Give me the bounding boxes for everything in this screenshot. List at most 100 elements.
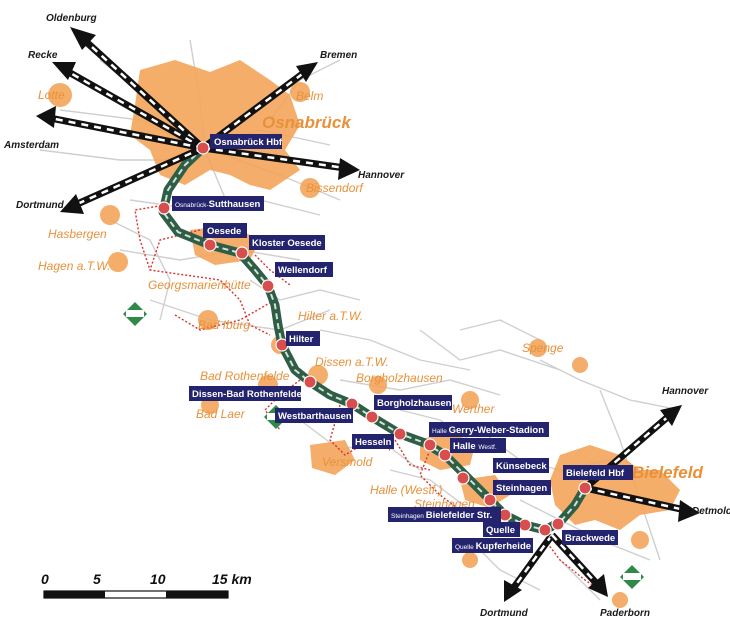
dest-dortmund-north: Dortmund xyxy=(16,200,65,211)
station-label: Hilter xyxy=(289,334,314,345)
station-label: Oesede xyxy=(207,226,241,237)
station-label: Künsebeck xyxy=(496,461,547,472)
town-bad-laer: Bad Laer xyxy=(196,407,246,421)
station-label: Quelle xyxy=(486,525,515,536)
station-label-box xyxy=(374,395,452,410)
dest-oldenburg: Oldenburg xyxy=(46,13,97,24)
route-line-dash xyxy=(161,147,586,532)
station-dot xyxy=(203,238,217,252)
misc-area-2 xyxy=(631,531,649,549)
station-label: Steinhagen Bielefelder Str. xyxy=(391,510,492,521)
station-label: Dissen-Bad Rothenfelde xyxy=(192,389,302,400)
hagen-area xyxy=(108,252,128,272)
station-steinhagen[interactable]: Steinhagen xyxy=(483,480,551,507)
station-label-box xyxy=(483,522,520,537)
station-label: Halle Gerry-Weber-Stadion xyxy=(432,425,544,436)
station-osnabrueck-hbf[interactable]: Osnabrück Hbf xyxy=(196,134,283,155)
dest-bremen: Bremen xyxy=(320,50,357,61)
town-hagen: Hagen a.T.W. xyxy=(38,259,110,273)
dest-recke: Recke xyxy=(28,50,58,61)
station-steinhagen-bielefelder-str[interactable]: Steinhagen Bielefelder Str. xyxy=(388,507,512,522)
town-dissen: Dissen a.T.W. xyxy=(315,355,389,369)
station-westbarthausen[interactable]: Westbarthausen xyxy=(275,397,359,423)
lotte-area xyxy=(48,83,72,107)
station-kuensebeck[interactable]: Künsebeck xyxy=(456,458,549,485)
station-hesseln[interactable]: Hesseln xyxy=(352,427,407,449)
station-label-box xyxy=(210,134,282,149)
mainline-arrows xyxy=(36,27,700,602)
spenge-area xyxy=(529,339,547,357)
town-hasbergen: Hasbergen xyxy=(48,227,107,241)
town-borgholzhausen: Borgholzhausen xyxy=(356,371,443,385)
versmold-area xyxy=(310,440,355,475)
town-lotte: Lotte xyxy=(38,88,65,102)
station-label-box xyxy=(493,480,551,495)
station-dot xyxy=(538,523,552,537)
station-quelle-kupferheide[interactable]: Quelle Kupferheide xyxy=(452,523,552,553)
main-route xyxy=(158,143,590,535)
misc-area-4 xyxy=(462,552,478,568)
arrow-recke xyxy=(52,62,205,152)
station-dot xyxy=(235,246,249,260)
misc-area-3 xyxy=(612,592,628,608)
scale-tick-0: 0 xyxy=(41,571,49,587)
station-quelle[interactable]: Quelle xyxy=(483,518,532,537)
town-hilter: Hilter a.T.W. xyxy=(298,309,363,323)
arrow-paderborn xyxy=(549,532,608,597)
town-spenge: Spenge xyxy=(522,341,564,355)
dest-hannover-south: Hannover xyxy=(662,386,709,397)
station-label: Halle Westf. xyxy=(453,441,497,452)
town-georgsmarienhuette: Georgsmarienhütte xyxy=(148,278,251,292)
station-dot xyxy=(196,141,210,155)
station-oesede[interactable]: Oesede xyxy=(203,223,247,252)
station-dot xyxy=(365,410,379,424)
town-bad-rothenfelde: Bad Rothenfelde xyxy=(200,369,290,383)
station-dot xyxy=(303,375,317,389)
haller-willem-logo-3 xyxy=(620,565,644,589)
belm-area xyxy=(290,82,310,102)
station-hilter[interactable]: Hilter xyxy=(275,331,320,352)
station-label: Osnabrück-Sutthausen xyxy=(175,199,261,210)
borgholzhausen-area xyxy=(369,376,387,394)
station-wellendorf[interactable]: Wellendorf xyxy=(261,262,333,293)
station-label-box xyxy=(493,458,549,473)
station-label-box xyxy=(172,196,264,211)
station-dot xyxy=(456,471,470,485)
station-brackwede[interactable]: Brackwede xyxy=(551,517,618,545)
station-osnabrueck-sutthausen[interactable]: Osnabrück-Sutthausen xyxy=(157,196,264,215)
station-label-box xyxy=(275,262,333,277)
station-label: Brackwede xyxy=(565,533,615,544)
arrow-dortmund-north xyxy=(60,144,205,214)
station-dot xyxy=(438,448,452,462)
dest-amsterdam: Amsterdam xyxy=(3,140,59,151)
scale-tick-10: 10 xyxy=(150,571,166,587)
station-label: Hesseln xyxy=(355,437,392,448)
station-dissen-bad-rothenfelde[interactable]: Dissen-Bad Rothenfelde xyxy=(189,375,317,401)
station-label: Wellendorf xyxy=(278,265,328,276)
station-dot xyxy=(518,518,532,532)
dest-dortmund-south: Dortmund xyxy=(480,608,529,619)
haller-willem-logo-1 xyxy=(123,302,147,326)
arrow-oldenburg xyxy=(70,27,206,151)
station-borgholzhausen[interactable]: Borgholzhausen xyxy=(365,395,452,424)
stations: Osnabrück Hbf Osnabrück-Sutthausen Oesed… xyxy=(157,134,633,553)
hasbergen-area xyxy=(100,205,120,225)
station-label: Bielefeld Hbf xyxy=(566,468,625,479)
station-label: Borgholzhausen xyxy=(377,398,452,409)
town-bissendorf: Bissendorf xyxy=(306,181,364,195)
scale-seg-1 xyxy=(44,591,105,598)
town-bielefeld: Bielefeld xyxy=(632,463,703,482)
station-label-box xyxy=(450,438,506,453)
station-halle-gerry-weber-stadion[interactable]: Halle Gerry-Weber-Stadion xyxy=(423,422,549,452)
station-kloster-oesede[interactable]: Kloster Oesede xyxy=(235,235,325,260)
bissendorf-area xyxy=(300,178,320,198)
station-halle-westf[interactable]: Halle Westf. xyxy=(438,438,506,462)
station-label: Osnabrück Hbf xyxy=(214,137,283,148)
town-versmold: Versmold xyxy=(322,455,373,469)
station-bielefeld-hbf[interactable]: Bielefeld Hbf xyxy=(563,465,633,495)
scale-tick-5: 5 xyxy=(93,571,101,587)
destination-labels: Oldenburg Recke Bremen Amsterdam Hannove… xyxy=(3,13,730,619)
misc-area-1 xyxy=(572,357,588,373)
station-dot xyxy=(551,517,565,531)
arrow-hannover-north xyxy=(202,144,360,180)
